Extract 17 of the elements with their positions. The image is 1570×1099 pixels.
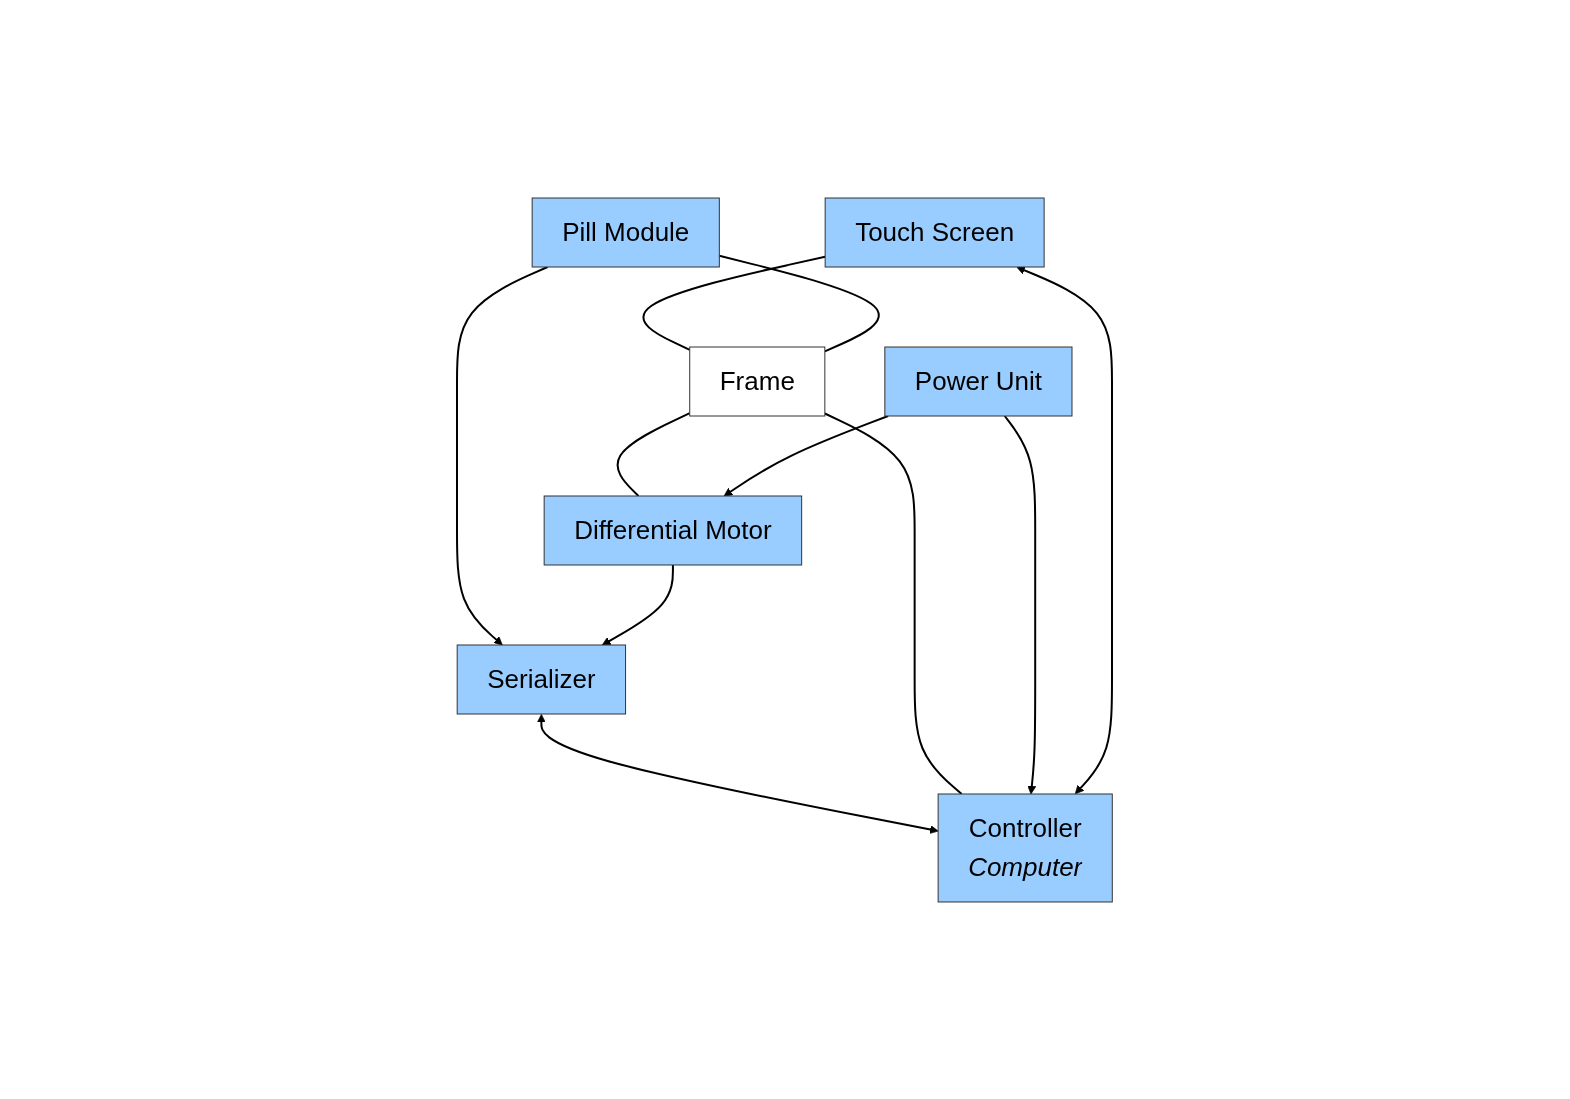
connector: [824, 412, 964, 795]
node-box: Controller Computer: [938, 793, 1114, 902]
node-box: Frame: [689, 346, 826, 416]
arrow: [1004, 414, 1037, 794]
arrow: [1016, 265, 1114, 794]
arrow: [456, 265, 549, 645]
arrow: [602, 563, 675, 645]
connector: [617, 411, 692, 497]
node-box: Differential Motor: [544, 495, 803, 565]
arrow: [537, 713, 939, 834]
node-box: Serializer: [457, 644, 627, 714]
arrow: [724, 414, 890, 496]
node-box: Power Unit: [884, 346, 1073, 416]
node-box: Touch Screen: [825, 197, 1045, 267]
connector: [718, 254, 880, 352]
connector: [642, 255, 827, 351]
node-box: Pill Module: [532, 197, 721, 267]
